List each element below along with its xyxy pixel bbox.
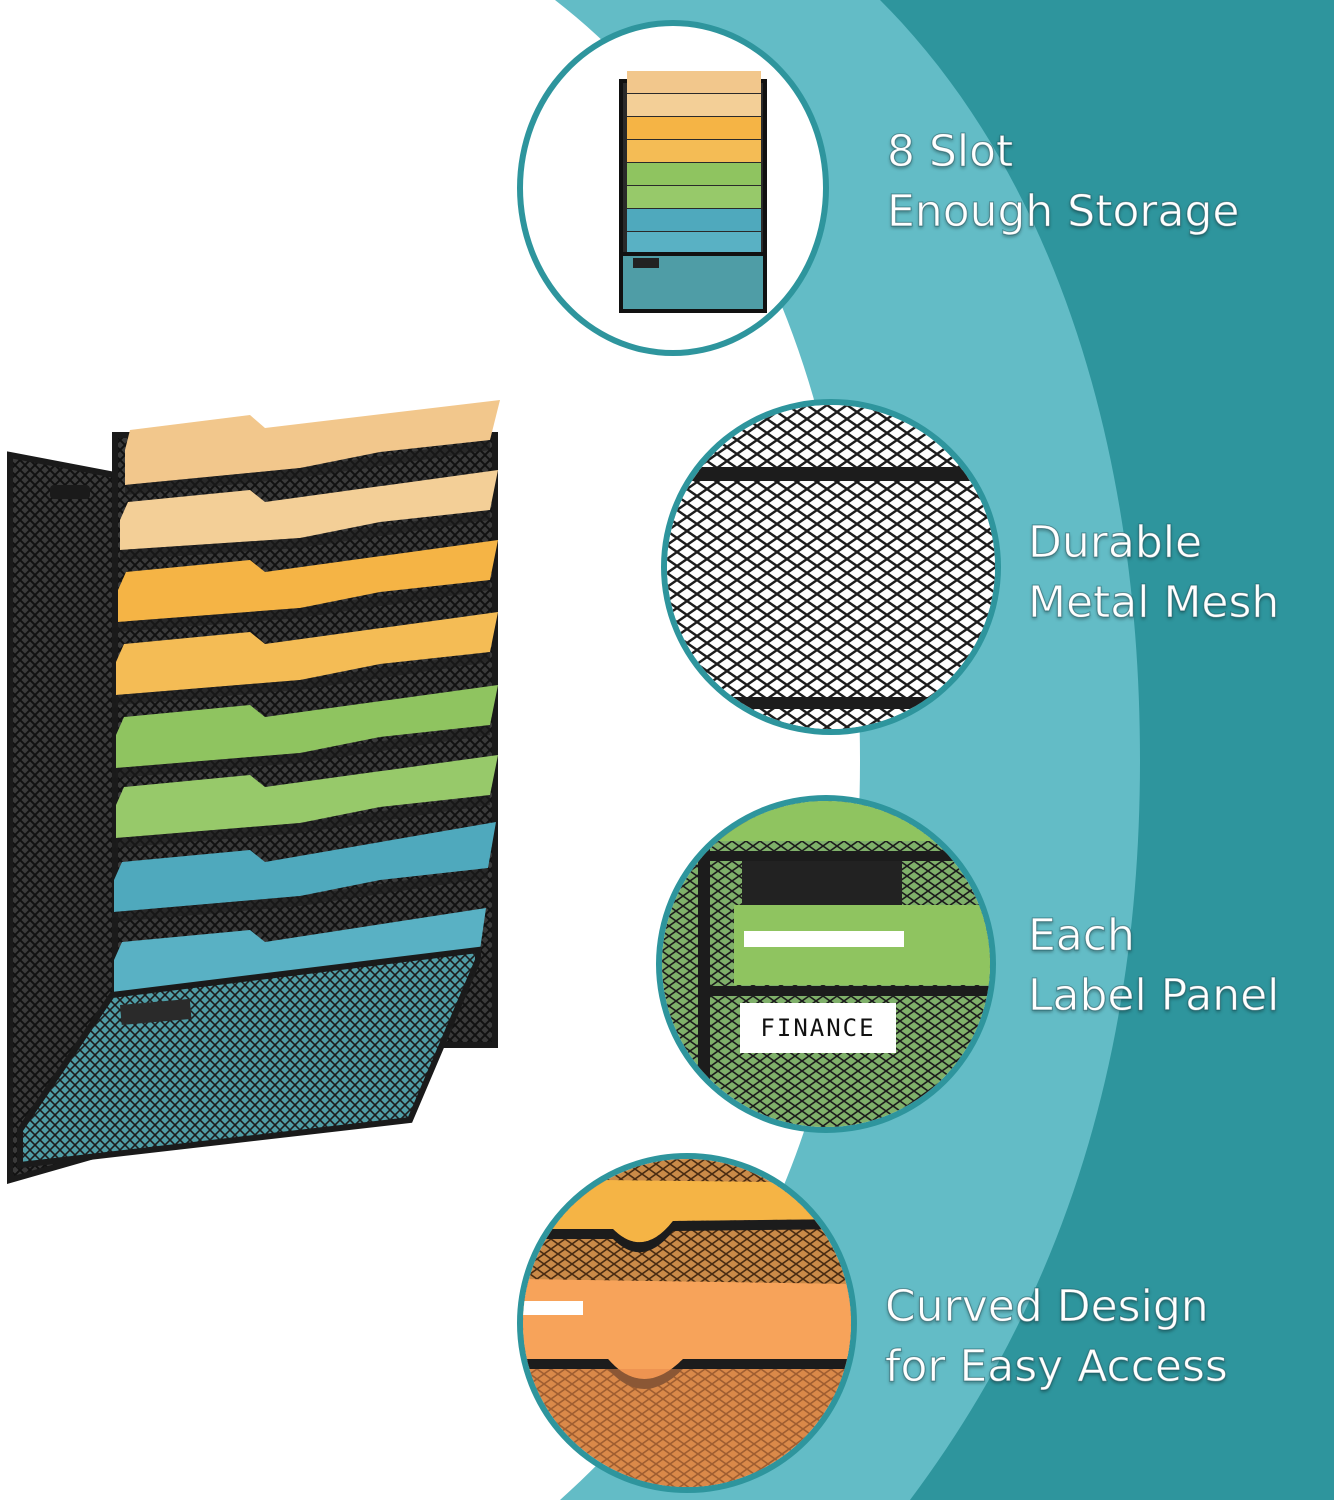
folder-1 — [125, 400, 500, 495]
detail-circle-storage — [517, 20, 829, 356]
folder-8 — [114, 908, 486, 995]
wall-file-organizer-image — [7, 400, 500, 1184]
detail-circle-mesh — [661, 399, 1001, 735]
feature-curve-line1: Curved Design — [885, 1281, 1210, 1333]
feature-mesh-line1: Durable — [1027, 517, 1203, 569]
dark-teal-band — [880, 0, 1334, 1500]
folder-3 — [118, 540, 498, 632]
feature-label-line1: Each — [1027, 910, 1135, 962]
feature-label-line2: Label Panel — [1027, 970, 1280, 1022]
finance-label: FINANCE — [760, 1014, 876, 1042]
feature-storage-line2: Enough Storage — [886, 186, 1240, 238]
detail-circle-label: FINANCE — [656, 795, 996, 1133]
folder-4 — [116, 612, 498, 705]
feature-curve-line2: for Easy Access — [885, 1341, 1229, 1393]
label-panel-image — [662, 801, 990, 1127]
feature-mesh-text: Durable Metal Mesh — [1027, 513, 1280, 633]
folder-5 — [116, 685, 498, 778]
feature-label-text: Each Label Panel — [1027, 906, 1280, 1026]
folder-7 — [114, 822, 496, 922]
feature-mesh-line2: Metal Mesh — [1027, 577, 1280, 629]
feature-curve-text: Curved Design for Easy Access — [885, 1277, 1229, 1397]
curved-folder-closeup-image — [523, 1159, 851, 1487]
detail-circle-curve — [517, 1153, 857, 1493]
mini-organizer-image — [619, 71, 767, 313]
feature-storage-text: 8 Slot Enough Storage — [886, 122, 1240, 242]
folder-2 — [120, 470, 498, 560]
feature-storage-line1: 8 Slot — [886, 126, 1014, 178]
folder-6 — [116, 755, 498, 848]
mesh-closeup-image — [667, 405, 995, 729]
